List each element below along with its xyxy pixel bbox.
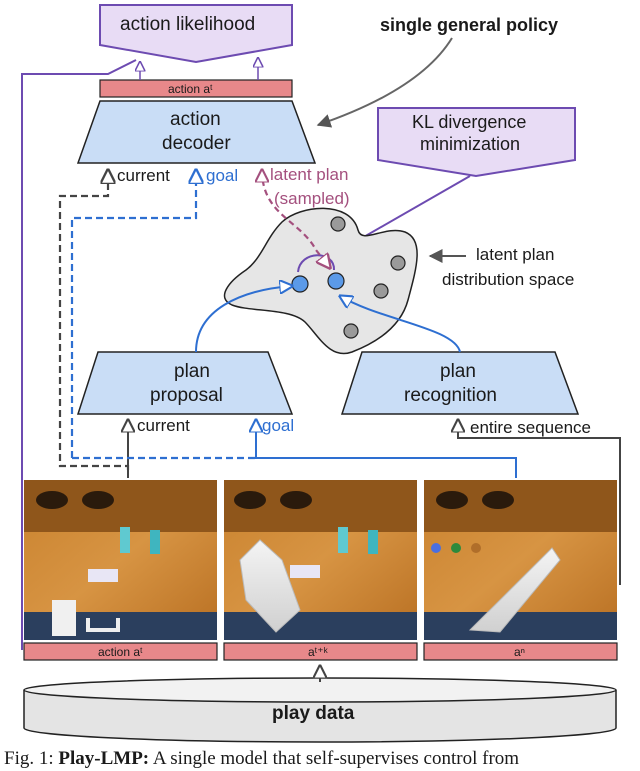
plan-recognition-node bbox=[340, 351, 580, 415]
action-decoder-label-2: decoder bbox=[162, 133, 231, 154]
latent-space-label-1: latent plan bbox=[476, 245, 555, 264]
action-bar-top-label: action aᵗ bbox=[168, 82, 213, 96]
action-decoder-node bbox=[76, 100, 317, 164]
latent-point-recognition bbox=[327, 272, 345, 290]
goal-mid-label: goal bbox=[262, 416, 295, 435]
latent-point-proposal bbox=[291, 275, 309, 293]
latent-point bbox=[373, 283, 389, 299]
caption-bold: Play-LMP: bbox=[58, 748, 150, 769]
play-data-label: play data bbox=[272, 703, 355, 724]
goal-top-label: goal bbox=[206, 166, 239, 185]
kl-label-1: KL divergence bbox=[412, 112, 527, 132]
play-data-node bbox=[23, 677, 617, 743]
plan-proposal-label-1: plan bbox=[174, 361, 210, 382]
latent-space-label-2: distribution space bbox=[442, 270, 575, 289]
latent-point bbox=[390, 255, 406, 271]
kl-divergence-node bbox=[377, 107, 576, 178]
current-top-label: current bbox=[117, 166, 170, 185]
figure-caption: Fig. 1: Play-LMP: A single model that se… bbox=[4, 748, 519, 770]
frame-bar-3 bbox=[423, 642, 618, 661]
latent-plan-sampled-label-2: (sampled) bbox=[274, 189, 350, 208]
entire-sequence-label: entire sequence bbox=[470, 418, 591, 437]
latent-point bbox=[330, 216, 346, 232]
current-mid-label: current bbox=[137, 416, 190, 435]
caption-rest: A single model that self-supervises cont… bbox=[149, 748, 520, 769]
action-likelihood-node bbox=[99, 4, 293, 64]
latent-plan-sampled-label-1: latent plan bbox=[270, 165, 349, 184]
plan-proposal-label-2: proposal bbox=[150, 385, 223, 406]
frame-2 bbox=[224, 480, 417, 640]
frame-bar-3-label: aⁿ bbox=[514, 645, 526, 659]
frame-bar-2-label: aᵗ⁺ᵏ bbox=[308, 645, 328, 659]
frame-1 bbox=[24, 480, 217, 640]
action-decoder-label-1: action bbox=[170, 109, 221, 130]
frame-bar-1 bbox=[23, 642, 218, 661]
latent-space-blob bbox=[223, 207, 418, 355]
plan-recognition-label-1: plan bbox=[440, 361, 476, 382]
action-likelihood-label: action likelihood bbox=[120, 14, 256, 35]
action-bar-top bbox=[99, 79, 293, 98]
plan-proposal-node bbox=[76, 351, 294, 415]
frame-3 bbox=[424, 480, 617, 640]
caption-prefix: Fig. 1: bbox=[4, 748, 59, 769]
frame-bar-1-label: action aᵗ bbox=[98, 645, 143, 659]
latent-point bbox=[343, 323, 359, 339]
plan-recognition-label-2: recognition bbox=[404, 385, 497, 406]
single-general-policy-label: single general policy bbox=[380, 15, 559, 35]
kl-label-2: minimization bbox=[420, 134, 521, 154]
frame-bar-2 bbox=[223, 642, 418, 661]
